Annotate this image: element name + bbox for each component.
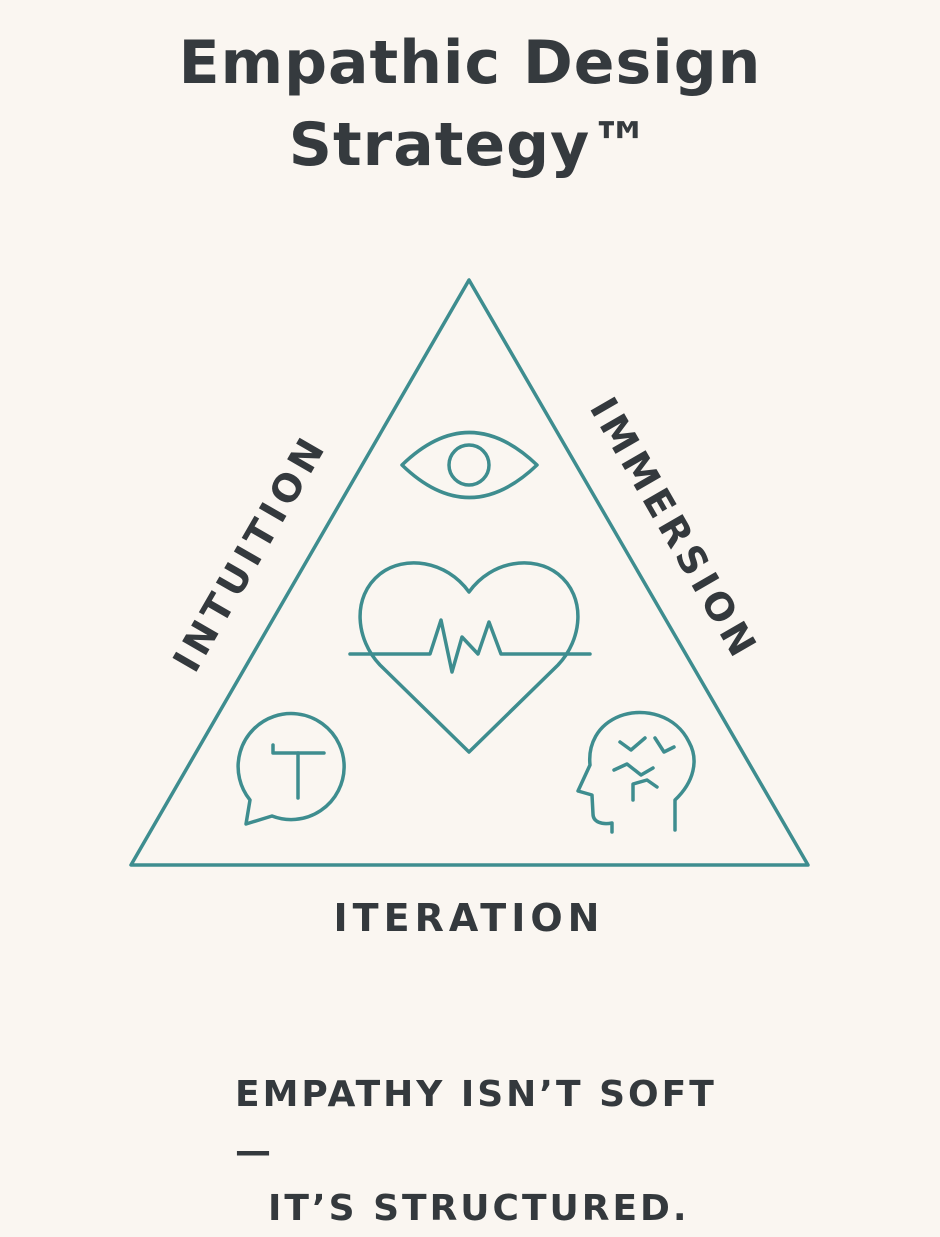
label-iteration: ITERATION: [334, 896, 605, 940]
tagline: EMPATHY ISN’T SOFT— IT’S STRUCTURED.: [195, 1066, 755, 1237]
title-line-1: Empathic Design: [178, 28, 762, 98]
label-immersion: IMMERSION: [581, 390, 767, 668]
tagline-line-2: IT’S STRUCTURED.: [268, 1188, 690, 1229]
title-line-2: Strategy™: [288, 110, 652, 180]
head-brain-icon: [576, 710, 696, 834]
tagline-line-1: EMPATHY ISN’T SOFT—: [235, 1074, 717, 1172]
heart-pulse-icon: [348, 561, 592, 754]
page-title: Empathic Design Strategy™: [0, 22, 940, 186]
empathy-triangle-diagram: INTUITION IMMERSION ITERATION: [129, 278, 810, 940]
chat-bubble-icon: [236, 711, 346, 826]
eye-icon: [400, 430, 539, 500]
triangle-outline: [129, 278, 810, 867]
